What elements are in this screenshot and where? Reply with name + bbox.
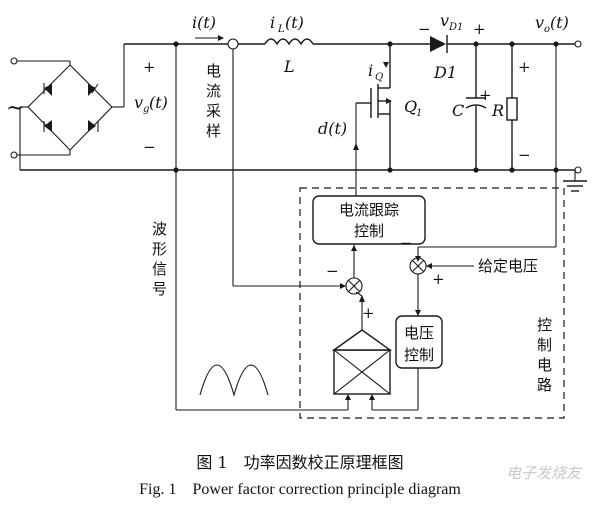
diode-D1: [430, 35, 448, 53]
svg-text:v: v: [134, 93, 143, 112]
current-sense-node: [227, 38, 239, 50]
r-plus: +: [518, 58, 531, 76]
d1-minus: −: [418, 20, 431, 38]
output-terminal-bottom: [574, 166, 582, 174]
current-tracking-line2: 控制: [354, 222, 384, 240]
vg-plus: +: [143, 58, 156, 76]
output-terminal-top: [574, 40, 582, 48]
vg-minus: −: [143, 138, 156, 156]
mosfet-Q1: [356, 44, 392, 170]
label-iL: i L (t): [270, 13, 304, 35]
multiplier-block: [331, 329, 393, 395]
diode-icon: [88, 83, 99, 96]
svg-text:Q: Q: [375, 72, 383, 83]
label-D1: D1: [433, 63, 457, 82]
bridge-rectifier: [19, 44, 125, 170]
current-tracking-line1: 电流跟踪: [339, 201, 399, 219]
label-iQ: i Q: [368, 61, 383, 83]
svg-text:v: v: [535, 13, 544, 32]
svg-text:形: 形: [152, 240, 167, 258]
svg-text:波: 波: [152, 220, 167, 238]
resistor-R: [506, 44, 518, 170]
voltage-control-line1: 电压: [404, 324, 434, 342]
label-Q1: Q 1: [404, 97, 422, 119]
control-circuit-boundary: [299, 187, 565, 419]
svg-text:制: 制: [537, 336, 552, 354]
label-i-t: i(t): [192, 13, 216, 32]
svg-text:路: 路: [537, 376, 552, 394]
label-vg: v g (t): [134, 93, 168, 115]
capacitor-C: [465, 44, 487, 170]
svg-text:(t): (t): [285, 13, 304, 32]
svg-text:电: 电: [206, 62, 221, 80]
current-tracking-block: [312, 195, 426, 245]
ac-terminal-top: [10, 57, 18, 65]
voltage-control-line2: 控制: [404, 346, 434, 364]
svg-text:号: 号: [152, 280, 167, 298]
label-d-t: d(t): [318, 119, 347, 138]
caption-chinese: 图 1 功率因数校正原理框图: [196, 453, 403, 472]
r-minus: −: [518, 146, 531, 164]
label-control-circuit: 控 制 电 路: [537, 316, 552, 394]
svg-text:g: g: [143, 104, 149, 115]
svg-text:1: 1: [416, 108, 422, 119]
c-plus: +: [479, 86, 492, 104]
ac-input: ~: [6, 57, 71, 159]
svg-text:v: v: [440, 11, 449, 30]
svg-text:电: 电: [537, 356, 552, 374]
diode-icon: [43, 120, 52, 132]
svg-text:i: i: [368, 61, 373, 80]
summing-junction-current: [345, 277, 363, 295]
svg-text:流: 流: [206, 82, 221, 100]
svg-text:(t): (t): [550, 13, 569, 32]
label-L: L: [283, 57, 295, 76]
sum1-plus: +: [362, 304, 375, 322]
label-C: C: [452, 101, 464, 120]
label-reference-voltage: 给定电压: [478, 257, 538, 275]
ac-terminal-bottom: [10, 151, 18, 159]
label-vD1: v D1: [440, 11, 463, 33]
svg-text:L: L: [277, 24, 285, 35]
svg-text:o: o: [544, 24, 550, 35]
caption-english: Fig. 1 Power factor correction principle…: [139, 481, 461, 498]
label-vo: v o (t): [535, 13, 569, 35]
voltage-control-block: [395, 315, 443, 369]
svg-text:控: 控: [537, 316, 552, 334]
svg-text:(t): (t): [149, 93, 168, 112]
label-R: R: [491, 101, 504, 120]
sum2-plus: +: [432, 270, 445, 288]
svg-text:i: i: [270, 13, 275, 32]
watermark: 电子发烧友: [506, 464, 583, 482]
sum1-minus: −: [326, 262, 339, 280]
diode-icon: [88, 120, 99, 132]
svg-text:D1: D1: [448, 22, 463, 33]
svg-text:Q: Q: [404, 97, 417, 116]
ground-icon: [563, 170, 587, 192]
svg-text:信: 信: [152, 260, 167, 278]
svg-text:采: 采: [206, 102, 221, 120]
diode-icon: [43, 83, 52, 96]
label-waveform-signal: 波 形 信 号: [152, 220, 167, 298]
inductor-L: [264, 38, 314, 46]
rectified-waveform-icon: [199, 364, 269, 398]
d1-plus: +: [473, 20, 486, 38]
svg-text:样: 样: [206, 122, 221, 140]
label-current-sampling: 电 流 采 样: [206, 62, 221, 140]
sum2-minus: −: [400, 234, 413, 252]
ac-tilde: ~: [6, 96, 24, 121]
